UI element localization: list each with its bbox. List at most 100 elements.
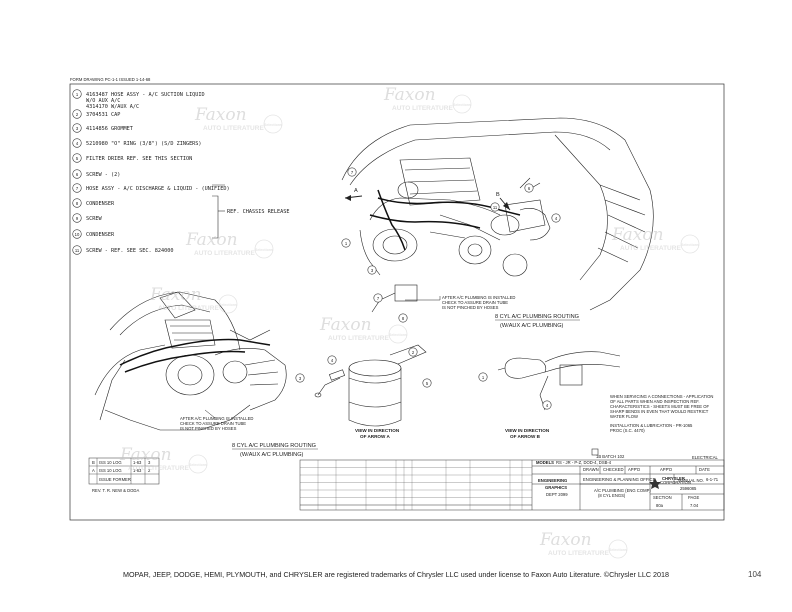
watermark-brand: Faxon — [383, 85, 436, 105]
part-description: 4163487 HOSE ASSY - A/C SUCTION LIQUID — [86, 92, 205, 98]
callout-circle — [524, 183, 534, 193]
callout-number: 11 — [493, 205, 498, 210]
watermark-seal-icon — [188, 454, 208, 474]
part-number-circle — [72, 109, 82, 119]
callout-number: 1 — [345, 241, 348, 246]
watermark-seal-icon — [608, 539, 628, 559]
part-number-circle — [72, 169, 82, 179]
watermark-seal: Selections — [681, 243, 699, 247]
svg-text:SHARP BENDS IN EVEN THAT WOULD: SHARP BENDS IN EVEN THAT WOULD RESTRICT — [610, 409, 709, 414]
revision-cell: A — [92, 468, 95, 473]
part-description: CONDENSER — [86, 232, 115, 238]
brace-note: REF. CHASSIS RELEASE — [227, 209, 289, 215]
callout-number: 6 — [528, 186, 531, 191]
callout-circle — [490, 202, 500, 212]
top-routing-title: 8 CYL A/C PLUMBING ROUTING (W/AUX A/C PL… — [495, 314, 580, 329]
revision-cell: B — [92, 460, 95, 465]
svg-text:1B BATCH 102: 1B BATCH 102 — [596, 454, 625, 459]
part-number: 5 — [76, 156, 79, 161]
left-routing-title: 8 CYL A/C PLUMBING ROUTING (W/AUX A/C PL… — [232, 443, 318, 458]
revision-cell: 3 — [148, 460, 151, 465]
svg-text:(W/AUX A/C PLUMBING): (W/AUX A/C PLUMBING) — [240, 452, 304, 458]
part-number-circle — [72, 229, 82, 239]
svg-text:APP'D: APP'D — [628, 467, 640, 472]
part-number: 9 — [76, 216, 79, 221]
svg-text:ENGINEERING & PLANNING OFFICE: ENGINEERING & PLANNING OFFICE — [583, 477, 656, 482]
svg-text:DRAWN: DRAWN — [583, 467, 599, 472]
watermark-brand: Faxon — [194, 105, 247, 125]
svg-text:OF ALL PARTS WHEN AND INSPECTI: OF ALL PARTS WHEN AND INSPECTION REF. — [610, 399, 700, 404]
callout-circle — [373, 293, 383, 303]
watermark-brand: Faxon — [539, 530, 592, 550]
part-number: 1 — [76, 92, 79, 97]
view-a-filter-drier — [314, 344, 427, 427]
callout-number: 1 — [482, 375, 485, 380]
part-number-circle — [72, 213, 82, 223]
watermark-brand: Faxon — [149, 285, 202, 305]
svg-text:IS NOT PINCHED BY HOSES: IS NOT PINCHED BY HOSES — [442, 305, 499, 310]
watermark-sub: AUTO LITERATURE — [328, 335, 389, 342]
watermark-sub: AUTO LITERATURE — [203, 125, 264, 132]
svg-text:CHECK TO ASSURE DRAIN TUBE: CHECK TO ASSURE DRAIN TUBE — [180, 421, 246, 426]
watermark-sub: AUTO LITERATURE — [194, 250, 255, 257]
part-description: W/O AUX A/C — [86, 98, 120, 104]
svg-text:WATER FLOW: WATER FLOW — [610, 414, 638, 419]
part-description: SCREW - REF. SEE SEC. 824000 — [86, 248, 173, 254]
title-block-text: MODELS RS - JR - P-Z, DOD-4, DSB-4 ELECT… — [536, 454, 719, 508]
watermark-seal-icon — [263, 114, 283, 134]
callout-circle — [422, 378, 432, 388]
callout-circle — [341, 238, 351, 248]
watermark-brand: Faxon — [319, 315, 372, 335]
callout-circle — [542, 400, 552, 410]
watermark-seal: Selections — [609, 548, 627, 552]
watermark-sub: AUTO LITERATURE — [548, 550, 609, 557]
watermark-seal-icon — [452, 94, 472, 114]
revision-cell: 2 — [148, 468, 151, 473]
watermark-seal: Selections — [453, 103, 471, 107]
watermark-sub: AUTO LITERATURE — [620, 245, 681, 252]
callout-number: 3 — [371, 268, 374, 273]
callout-number: 7 — [351, 170, 354, 175]
part-description: 3704531 CAP — [86, 112, 120, 118]
title-block — [299, 459, 725, 511]
watermark-seal-icon — [680, 234, 700, 254]
watermark-brand: Faxon — [119, 445, 172, 465]
svg-text:ENGINEERING: ENGINEERING — [538, 478, 567, 483]
part-number: 7 — [76, 186, 79, 191]
part-description: SCREW — [86, 216, 102, 222]
revision-cell: ISSUE FORMER — [99, 477, 131, 482]
part-number: 4 — [76, 141, 79, 146]
svg-text:VIEW IN DIRECTION: VIEW IN DIRECTION — [505, 428, 550, 433]
page-number: 104 — [748, 570, 762, 579]
svg-text:INSTALLATION & LUBRICATION - P: INSTALLATION & LUBRICATION - PR-1065 — [610, 423, 693, 428]
callout-circle — [367, 265, 377, 275]
svg-text:MANUAL NO.: MANUAL NO. — [678, 478, 704, 483]
watermark-seal: Selections — [255, 248, 273, 252]
hose-routing-top — [369, 189, 521, 251]
svg-text:DATE: DATE — [699, 467, 710, 472]
callout-circle — [408, 347, 418, 357]
svg-text:8 CYL A/C PLUMBING ROUTING: 8 CYL A/C PLUMBING ROUTING — [232, 443, 316, 449]
part-number-circle — [72, 245, 82, 255]
part-number-circle — [72, 89, 82, 99]
svg-text:APP'D: APP'D — [660, 467, 672, 472]
top-note: AFTER A/C PLUMBING IS INSTALLED CHECK TO… — [405, 295, 515, 310]
svg-text:VIEW IN DIRECTION: VIEW IN DIRECTION — [355, 428, 400, 433]
callout-circle — [295, 373, 305, 383]
svg-text:(8 CYL ENGS): (8 CYL ENGS) — [598, 493, 626, 498]
svg-text:WHEN SERVICING A CONNECTIONS -: WHEN SERVICING A CONNECTIONS - APPLICATI… — [610, 394, 713, 399]
arrow-a-label: A — [354, 188, 358, 194]
copyright-footer: MOPAR, JEEP, DODGE, HEMI, PLYMOUTH, and … — [122, 570, 670, 579]
arrow-a: A — [344, 188, 363, 201]
callout-circle — [478, 372, 488, 382]
engine-view-left — [94, 291, 287, 431]
arrow-b-label: B — [496, 192, 500, 198]
